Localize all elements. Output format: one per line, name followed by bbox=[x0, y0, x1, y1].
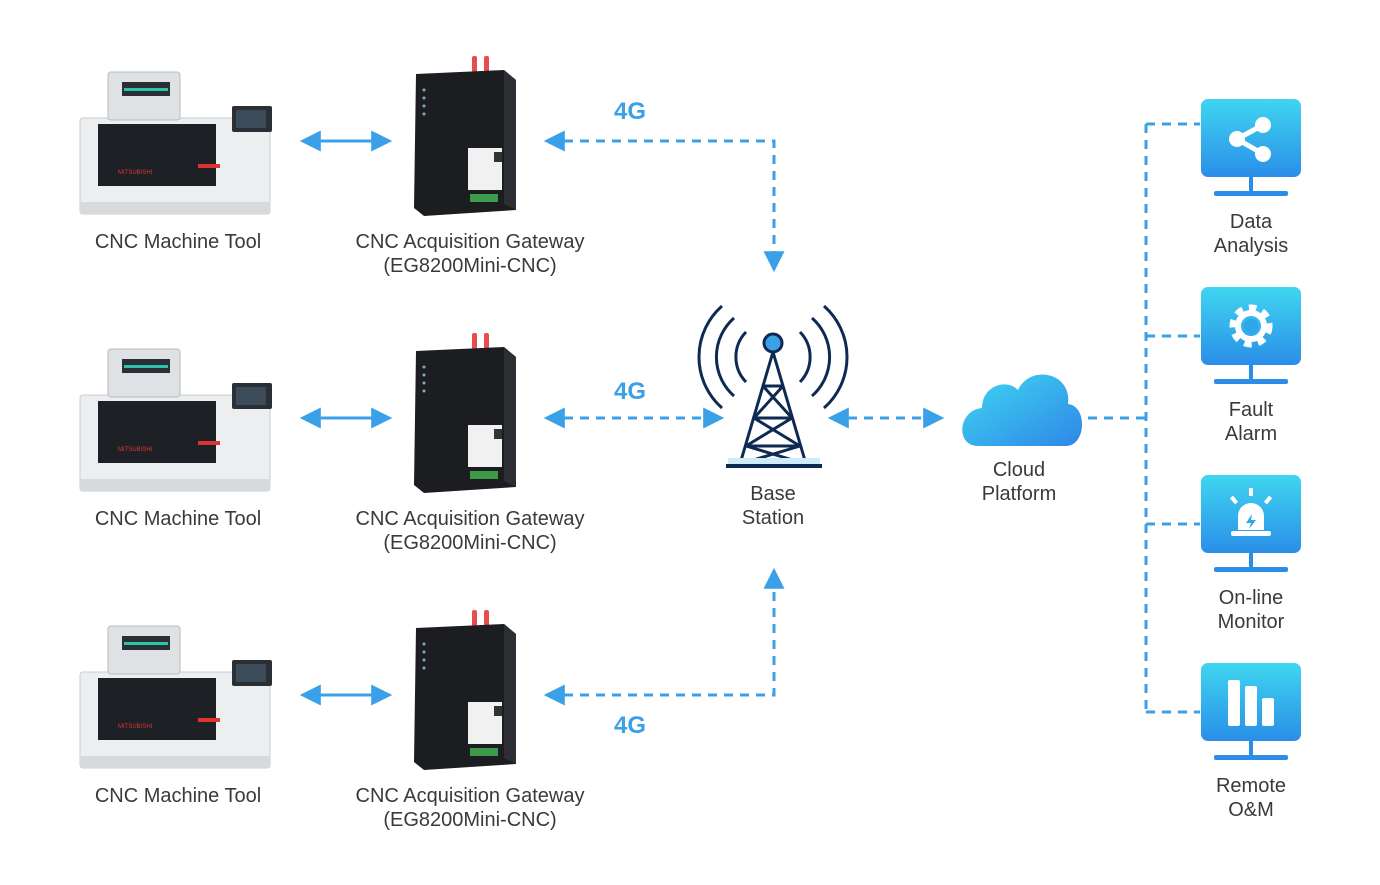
gear-icon bbox=[1229, 304, 1273, 348]
cnc-machine-image: MITSUBISHI bbox=[79, 348, 272, 492]
gateway-model: (EG8200Mini-CNC) bbox=[383, 809, 557, 831]
machine-label: CNC Machine Tool bbox=[94, 508, 262, 530]
signal-label: 4G bbox=[614, 378, 647, 405]
monitor-tile bbox=[1201, 99, 1301, 196]
gateway-name: CNC Acquisition Gateway bbox=[355, 231, 585, 253]
gateway-name: CNC Acquisition Gateway bbox=[355, 508, 585, 530]
gateway-model: (EG8200Mini-CNC) bbox=[383, 532, 557, 554]
monitor-tile bbox=[1201, 663, 1301, 760]
cnc-machine-image: MITSUBISHI bbox=[79, 625, 272, 769]
base-station-tower-icon bbox=[697, 304, 849, 468]
base-station-line1: Base bbox=[750, 483, 796, 505]
base-station-label: Base Station bbox=[713, 482, 833, 530]
gateway-device-image bbox=[414, 333, 516, 493]
bar-chart-icon bbox=[1228, 680, 1274, 726]
app-label-line1: On-line bbox=[1218, 587, 1284, 609]
app-label-line2: Monitor bbox=[1217, 611, 1285, 633]
machine-label: CNC Machine Tool bbox=[94, 231, 262, 253]
signal-label: 4G bbox=[614, 712, 647, 739]
app-label: Remote O&M bbox=[1171, 774, 1331, 822]
signal-label: 4G bbox=[614, 98, 647, 125]
gateway-model: (EG8200Mini-CNC) bbox=[383, 255, 557, 277]
gateway-label: CNC Acquisition Gateway (EG8200Mini-CNC) bbox=[340, 507, 600, 555]
app-label: Data Analysis bbox=[1171, 210, 1331, 258]
gateway-label: CNC Acquisition Gateway (EG8200Mini-CNC) bbox=[340, 230, 600, 278]
gateway-label: CNC Acquisition Gateway (EG8200Mini-CNC) bbox=[340, 784, 600, 832]
app-label-line1: Fault bbox=[1228, 399, 1274, 421]
gateway-device-image bbox=[414, 56, 516, 216]
gateway-name: CNC Acquisition Gateway bbox=[355, 785, 585, 807]
share-icon bbox=[1229, 117, 1271, 162]
base-station-line2: Station bbox=[741, 507, 805, 529]
app-label-line2: O&M bbox=[1228, 799, 1274, 821]
cloud-line2: Platform bbox=[981, 483, 1057, 505]
cloud-icon bbox=[962, 374, 1083, 446]
gateway-base-link-1 bbox=[543, 130, 785, 273]
app-label-line2: Alarm bbox=[1224, 423, 1278, 445]
svg-text:MITSUBISHI: MITSUBISHI bbox=[118, 724, 153, 730]
gateway-base-link-3 bbox=[543, 567, 785, 706]
svg-text:MITSUBISHI: MITSUBISHI bbox=[118, 447, 153, 453]
app-label-line2: Analysis bbox=[1213, 235, 1289, 257]
svg-text:MITSUBISHI: MITSUBISHI bbox=[118, 170, 153, 176]
cloud-platform-label: Cloud Platform bbox=[959, 458, 1079, 506]
app-label-line1: Remote bbox=[1215, 775, 1287, 797]
monitor-tile bbox=[1201, 287, 1301, 384]
cnc-machine-image: MITSUBISHI bbox=[79, 71, 272, 215]
app-label: Fault Alarm bbox=[1171, 398, 1331, 446]
alarm-light-icon bbox=[1229, 488, 1273, 536]
cloud-line1: Cloud bbox=[992, 459, 1046, 481]
machine-label: CNC Machine Tool bbox=[94, 785, 262, 807]
gateway-device-image bbox=[414, 610, 516, 770]
monitor-tile bbox=[1201, 475, 1301, 572]
app-label: On-line Monitor bbox=[1171, 586, 1331, 634]
app-label-line1: Data bbox=[1229, 211, 1273, 233]
